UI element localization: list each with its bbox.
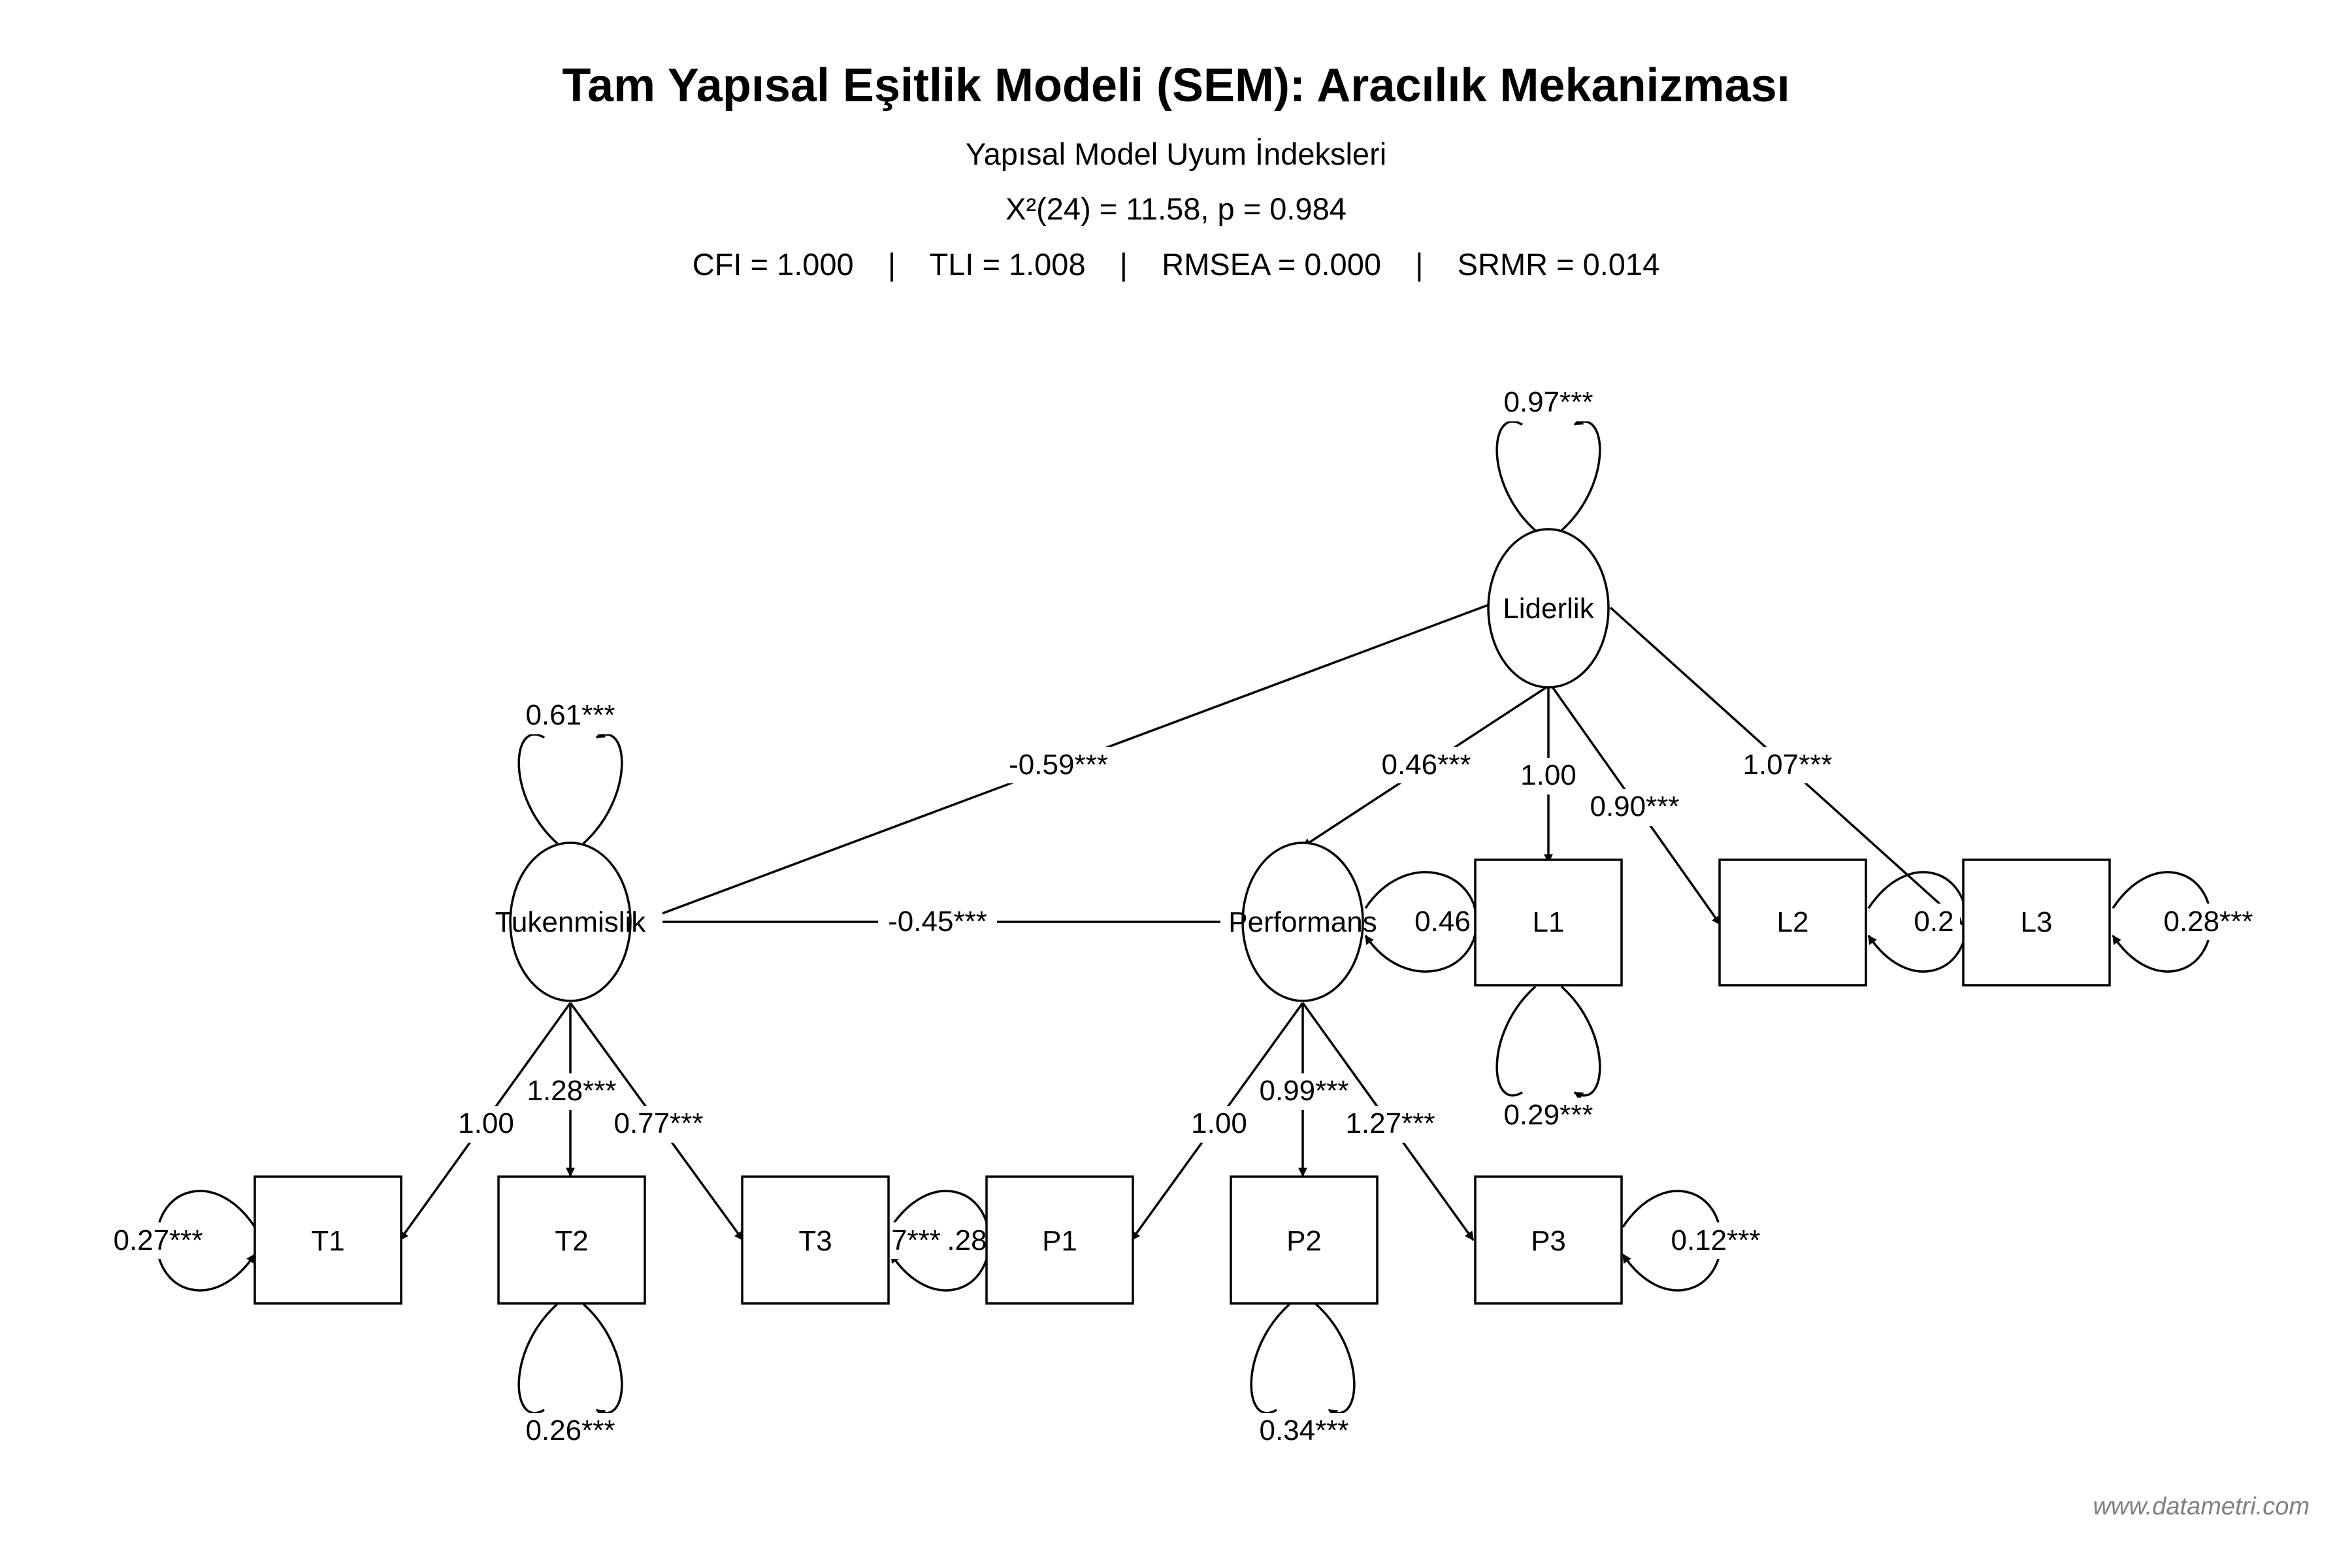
variance-label-l3: 0.28*** [2156, 904, 2261, 940]
path-value-liderlik-tukenmislik: -0.59*** [1009, 749, 1108, 781]
loading-value-p1: 1.00 [1191, 1107, 1247, 1139]
edge-label-liderlik-tukenmislik: -0.59*** [1000, 747, 1117, 783]
edge-label-liderlik-performans: 0.46*** [1370, 747, 1475, 783]
observed-label-t1: T1 [311, 1225, 344, 1257]
loading-value-l3: 1.07*** [1742, 749, 1832, 781]
edge-label-tukenmislik-t1: 1.00 [455, 1106, 517, 1143]
latent-node-tukenmislik [509, 841, 632, 1002]
variance-loop-liderlik [1495, 421, 1601, 532]
diagram-subtitle: Yapısal Model Uyum İndeksleri [966, 137, 1386, 171]
variance-value-l2: 0.2 [1914, 906, 1953, 938]
variance-label-l1: 0.29*** [1496, 1098, 1601, 1134]
variance-loop-tukenmislik [517, 734, 623, 845]
observed-label-t2: T2 [555, 1225, 588, 1257]
observed-label-p1: P1 [1042, 1225, 1077, 1257]
edge-label-liderlik-l2: 0.90*** [1582, 789, 1687, 826]
path-value-tukenmislik-performans: -0.45*** [888, 906, 987, 938]
edge-label-liderlik-l3: 1.07*** [1735, 747, 1840, 783]
observed-label-l1: L1 [1533, 906, 1565, 938]
edge-label-performans-p3: 1.27*** [1339, 1106, 1441, 1143]
chi-square-text: X²(24) = 11.58, p = 0.984 [1005, 191, 1347, 226]
loading-value-p3: 1.27*** [1345, 1107, 1435, 1139]
latent-node-performans [1241, 841, 1364, 1002]
observed-node-l1 [1474, 858, 1623, 987]
variance-label-p3: 0.12*** [1663, 1222, 1768, 1259]
variance-label-performans: 0.46 [1411, 904, 1473, 940]
latent-node-liderlik [1487, 528, 1610, 689]
variance-label-l2: 0.2 [1909, 904, 1960, 940]
observed-node-t3 [741, 1175, 890, 1305]
variance-value-l1: 0.29*** [1503, 1099, 1593, 1131]
loading-value-l2: 0.90*** [1590, 791, 1679, 823]
variance-value-p1: .28 [947, 1224, 987, 1256]
path-value-liderlik-performans: 0.46*** [1381, 749, 1471, 781]
observed-node-l2 [1718, 858, 1867, 987]
variance-value-p3: 0.12*** [1671, 1224, 1760, 1256]
loading-value-l1: 1.00 [1520, 759, 1576, 791]
observed-label-t3: T3 [798, 1225, 832, 1257]
variance-label-p2: 0.34*** [1252, 1413, 1356, 1450]
variance-label-liderlik: 0.97*** [1496, 385, 1601, 421]
observed-label-p3: P3 [1531, 1225, 1566, 1257]
variance-loop-t2 [517, 1303, 623, 1413]
observed-node-l3 [1962, 858, 2111, 987]
diagram-title: Tam Yapısal Eşitlik Modeli (SEM): Aracıl… [562, 59, 1789, 112]
latent-label-liderlik: Liderlik [1503, 593, 1594, 625]
observed-node-t2 [497, 1175, 646, 1305]
variance-value-liderlik: 0.97*** [1503, 386, 1593, 418]
variance-value-tukenmislik: 0.61*** [525, 699, 615, 731]
variance-label-tukenmislik: 0.61*** [518, 698, 623, 734]
observed-node-t1 [253, 1175, 402, 1305]
variance-label-t2: 0.26*** [518, 1413, 623, 1450]
observed-node-p3 [1474, 1175, 1623, 1305]
variance-value-l3: 0.28*** [2163, 906, 2253, 938]
watermark: www.datametri.com [2093, 1493, 2310, 1520]
variance-loop-l1 [1495, 985, 1601, 1096]
edge-label-tukenmislik-performans: -0.45*** [878, 904, 997, 940]
variance-value-performans: 0.46 [1414, 906, 1471, 938]
edge-label-performans-p1: 1.00 [1188, 1106, 1250, 1143]
variance-value-t1: 0.27*** [113, 1224, 203, 1256]
observed-label-l2: L2 [1777, 906, 1809, 938]
variance-loop-p2 [1250, 1303, 1356, 1413]
loading-value-t2: 1.28*** [527, 1075, 616, 1107]
variance-label-t1: 0.27*** [106, 1222, 210, 1259]
latent-label-tukenmislik: Tukenmislik [495, 906, 647, 938]
variance-label-t3: 7*** [890, 1222, 949, 1259]
observed-node-p2 [1230, 1175, 1379, 1305]
loading-value-t3: 0.77*** [613, 1107, 703, 1139]
observed-node-p1 [985, 1175, 1134, 1305]
variance-value-t3: 7*** [891, 1224, 941, 1256]
observed-label-p2: P2 [1286, 1225, 1322, 1257]
edge-label-liderlik-l1: 1.00 [1517, 758, 1580, 794]
latent-label-performans: Performans [1228, 906, 1377, 938]
fit-indices-text: CFI = 1.000 | TLI = 1.008 | RMSEA = 0.00… [693, 247, 1659, 282]
variance-value-p2: 0.34*** [1259, 1414, 1348, 1446]
edge-label-performans-p2: 0.99*** [1254, 1073, 1352, 1110]
observed-label-l3: L3 [2021, 906, 2053, 938]
loading-value-t1: 1.00 [458, 1107, 514, 1139]
edge-label-tukenmislik-t2: 1.28*** [523, 1073, 621, 1110]
variance-value-t2: 0.26*** [525, 1414, 615, 1446]
variance-label-p1: .28 [947, 1222, 987, 1259]
edge-label-tukenmislik-t3: 0.77*** [608, 1106, 710, 1143]
loading-value-p2: 0.99*** [1259, 1075, 1348, 1107]
